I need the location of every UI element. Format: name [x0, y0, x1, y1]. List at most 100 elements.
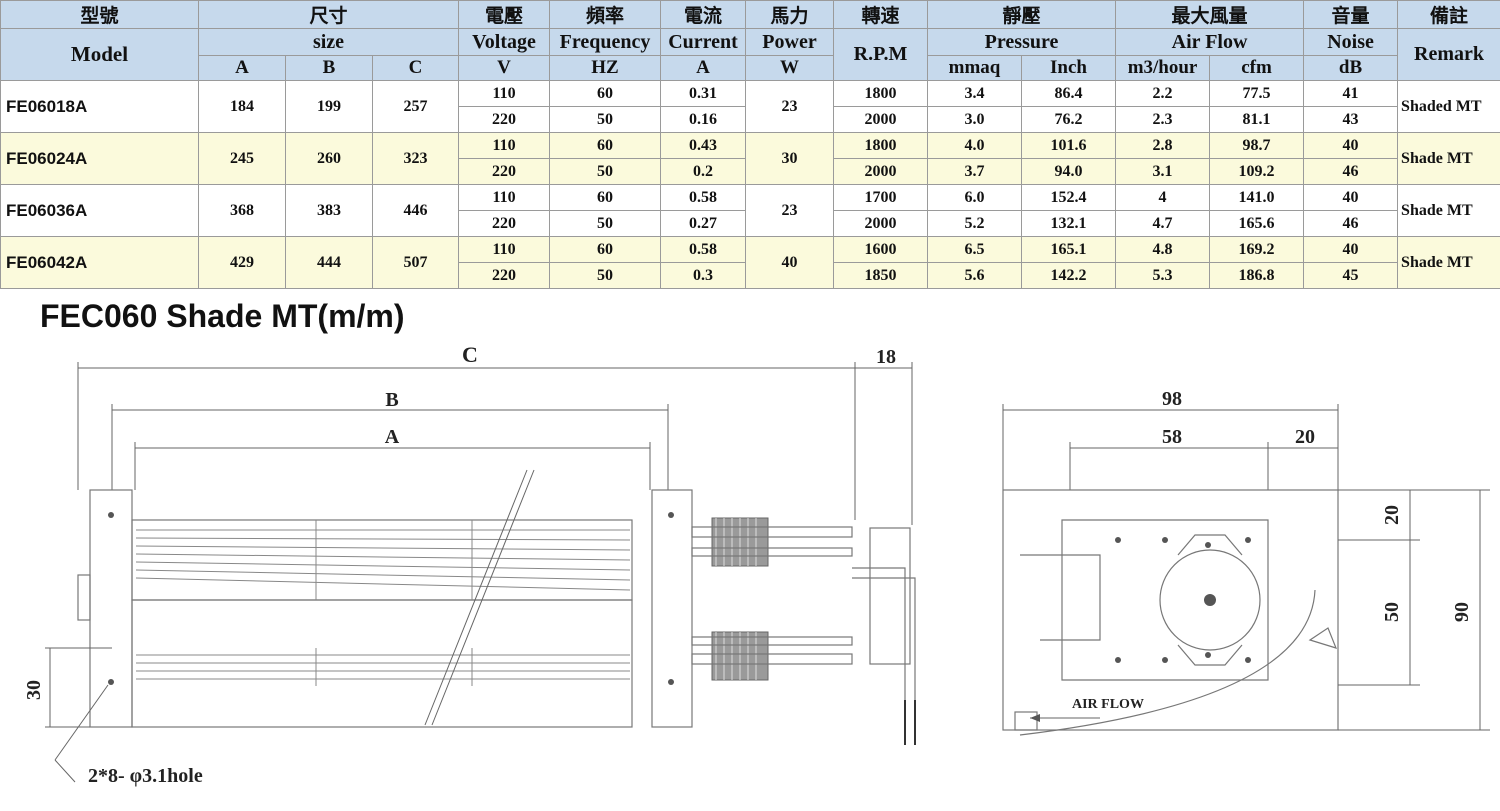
current-cell: 0.43 — [660, 132, 747, 159]
technical-drawing: C 18 B A — [23, 342, 1490, 787]
m3h-cell: 5.3 — [1115, 262, 1211, 289]
size-c-cell: 323 — [371, 132, 460, 185]
cfm-cell: 109.2 — [1209, 158, 1305, 185]
current-cell: 0.58 — [660, 236, 747, 263]
dim-20-side-label: 20 — [1381, 505, 1403, 525]
frequency-cell: 60 — [549, 80, 662, 107]
mmaq-cell: 4.0 — [927, 132, 1023, 159]
header-zh-frequency: 頻率 — [549, 0, 662, 29]
voltage-cell: 110 — [458, 132, 551, 159]
remark-cell: Shade MT — [1397, 236, 1500, 289]
cfm-cell: 141.0 — [1209, 184, 1305, 211]
rpm-cell: 1800 — [833, 132, 929, 159]
voltage-cell: 110 — [458, 184, 551, 211]
power-cell: 30 — [745, 132, 835, 185]
size-c-cell: 507 — [371, 236, 460, 289]
header-remark: Remark — [1397, 28, 1500, 81]
m3h-cell: 4 — [1115, 184, 1211, 211]
dim-c-label: C — [462, 342, 478, 367]
mmaq-cell: 3.4 — [927, 80, 1023, 107]
unit-inch: Inch — [1021, 55, 1117, 81]
dim-58-label: 58 — [1162, 426, 1182, 448]
db-cell: 45 — [1303, 262, 1399, 289]
table-row: 220 50 0.27 2000 5.2 132.1 4.7 165.6 46 — [1, 210, 1500, 237]
cfm-cell: 81.1 — [1209, 106, 1305, 133]
remark-cell: Shade MT — [1397, 184, 1500, 237]
dim-50-label: 50 — [1381, 602, 1403, 622]
unit-w: W — [745, 55, 835, 81]
housing-bottom — [131, 599, 633, 728]
side-housing — [1002, 489, 1339, 731]
model-cell: FE06018A — [0, 80, 199, 133]
table-row: FE06024A 245 260 323 110 60 0.43 30 1800… — [0, 132, 1500, 185]
motor-terminal-block — [869, 527, 911, 665]
left-end-plate — [89, 489, 133, 728]
db-cell: 46 — [1303, 158, 1399, 185]
size-b-cell: 260 — [285, 132, 373, 185]
voltage-cell: 220 — [458, 106, 551, 133]
db-cell: 40 — [1303, 236, 1399, 263]
table-row: 220 50 0.16 2000 3.0 76.2 2.3 81.1 43 — [1, 106, 1500, 133]
unit-amp: A — [660, 55, 747, 81]
cfm-cell: 186.8 — [1209, 262, 1305, 289]
size-a-cell: 245 — [198, 132, 286, 185]
inch-cell: 132.1 — [1021, 210, 1117, 237]
m3h-cell: 4.7 — [1115, 210, 1211, 237]
hole-note: 2*8- φ3.1hole — [88, 765, 203, 787]
rpm-cell: 1600 — [833, 236, 929, 263]
inch-cell: 165.1 — [1021, 236, 1117, 263]
header-current: Current — [660, 28, 747, 56]
cfm-cell: 165.6 — [1209, 210, 1305, 237]
size-a-cell: 429 — [198, 236, 286, 289]
header-zh-power: 馬力 — [745, 0, 835, 29]
front-view: C 18 B A — [23, 342, 916, 787]
frequency-cell: 50 — [549, 106, 662, 133]
unit-v: V — [458, 55, 551, 81]
rpm-cell: 2000 — [833, 158, 929, 185]
rpm-cell: 1700 — [833, 184, 929, 211]
rpm-cell: 1800 — [833, 80, 929, 107]
unit-db: dB — [1303, 55, 1399, 81]
dim-90-label: 90 — [1451, 602, 1473, 622]
header-pressure: Pressure — [927, 28, 1117, 56]
power-cell: 40 — [745, 236, 835, 289]
dim-a-label: A — [385, 426, 400, 448]
header-rpm: R.P.M — [833, 28, 929, 81]
header-size: size — [197, 28, 460, 56]
voltage-cell: 110 — [458, 80, 551, 107]
unit-m3h: m3/hour — [1115, 55, 1211, 81]
voltage-cell: 220 — [458, 262, 551, 289]
m3h-cell: 3.1 — [1115, 158, 1211, 185]
voltage-cell: 220 — [458, 158, 551, 185]
size-a-cell: 368 — [198, 184, 286, 237]
m3h-cell: 4.8 — [1115, 236, 1211, 263]
m3h-cell: 2.3 — [1115, 106, 1211, 133]
frequency-cell: 50 — [549, 262, 662, 289]
dim-b-label: B — [385, 389, 398, 411]
header-row-english: Model size Voltage Frequency Current Pow… — [0, 28, 1500, 81]
inch-cell: 101.6 — [1021, 132, 1117, 159]
rpm-cell: 2000 — [833, 210, 929, 237]
rpm-cell: 2000 — [833, 106, 929, 133]
motor-rotor — [1159, 549, 1261, 651]
mmaq-cell: 5.6 — [927, 262, 1023, 289]
current-cell: 0.58 — [660, 184, 747, 211]
rpm-cell: 1850 — [833, 262, 929, 289]
voltage-cell: 220 — [458, 210, 551, 237]
header-zh-pressure: 靜壓 — [927, 0, 1117, 29]
header-airflow: Air Flow — [1115, 28, 1305, 56]
inch-cell: 86.4 — [1021, 80, 1117, 107]
size-b-cell: 383 — [285, 184, 373, 237]
mmaq-cell: 6.5 — [927, 236, 1023, 263]
db-cell: 40 — [1303, 184, 1399, 211]
dim-98-label: 98 — [1162, 388, 1182, 410]
right-end-plate — [651, 489, 693, 728]
header-zh-remark: 備註 — [1397, 0, 1500, 29]
header-zh-rpm: 轉速 — [833, 0, 929, 29]
table-row: 220 50 0.2 2000 3.7 94.0 3.1 109.2 46 — [1, 158, 1500, 185]
model-cell: FE06042A — [0, 236, 199, 289]
table-row: FE06018A 184 199 257 110 60 0.31 23 1800… — [0, 80, 1500, 133]
side-view: 98 58 20 AIR FLOW 20 50 9 — [1002, 388, 1490, 736]
current-cell: 0.3 — [660, 262, 747, 289]
cfm-cell: 169.2 — [1209, 236, 1305, 263]
